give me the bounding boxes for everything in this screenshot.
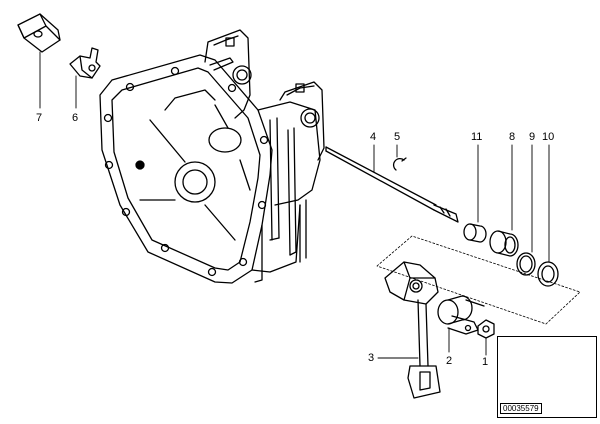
callout-11: 11 <box>471 131 483 143</box>
callout-9: 9 <box>529 131 536 143</box>
callout-8: 8 <box>509 131 516 143</box>
part-2-lever <box>437 295 485 353</box>
part-7-sleeve <box>17 13 61 109</box>
callout-10: 10 <box>542 131 555 143</box>
part-10-washer <box>537 144 559 287</box>
callout-4: 4 <box>370 131 377 143</box>
part-11-bushing <box>463 144 487 243</box>
part-3-selector-arm <box>377 261 441 399</box>
part-9-ring <box>516 144 536 276</box>
callout-7: 7 <box>36 112 43 124</box>
callout-1: 1 <box>482 356 489 368</box>
part-6-lever <box>69 47 101 109</box>
diagram-code: 00035579 <box>500 403 542 414</box>
callout-3: 3 <box>368 352 375 364</box>
part-4-selector-shaft <box>325 144 459 223</box>
callout-5: 5 <box>394 131 401 143</box>
gearbox-housing <box>99 29 325 284</box>
callout-2: 2 <box>446 355 453 367</box>
assembly-outline <box>376 235 581 325</box>
part-1-nut <box>477 319 495 356</box>
callout-6: 6 <box>72 112 79 124</box>
part-8-seal <box>489 144 519 257</box>
part-5-circlip <box>392 144 407 171</box>
